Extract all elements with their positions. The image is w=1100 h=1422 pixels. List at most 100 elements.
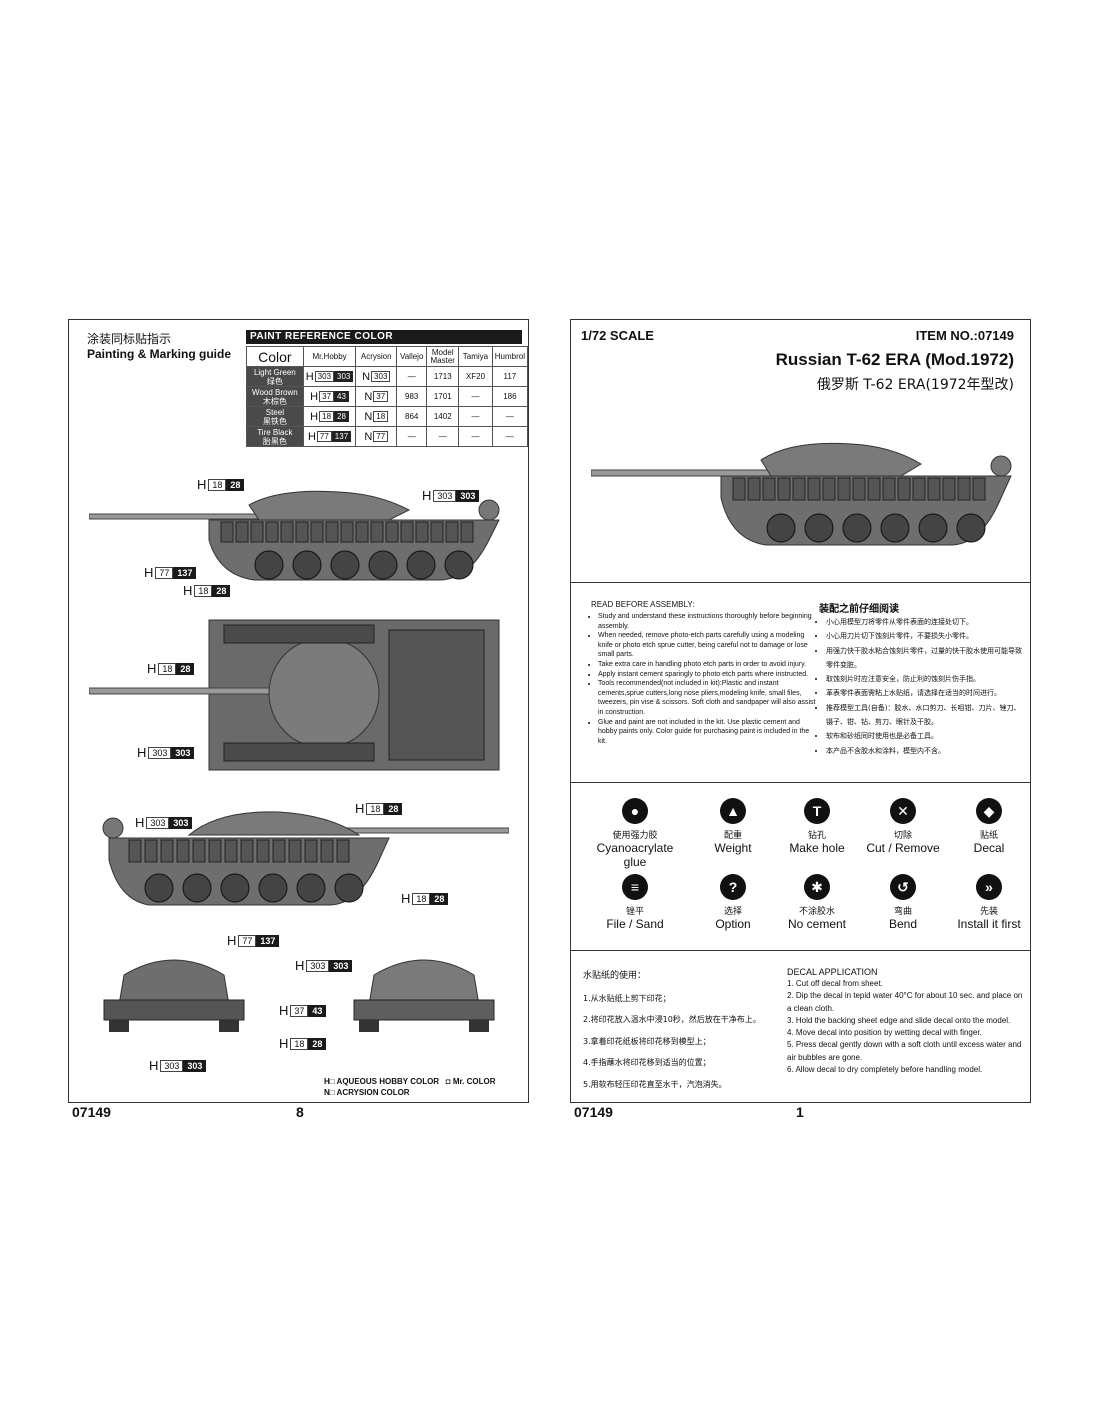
list-item: Glue and paint are not included in the k… xyxy=(598,718,816,747)
symbol-cut-remove: ✕ 切除 Cut / Remove xyxy=(861,798,945,855)
symbol-no-cement: ✱ 不涂胶水 No cement xyxy=(775,874,859,931)
paint-table-title: PAINT REFERENCE COLOR xyxy=(246,330,522,344)
tank-front-view xyxy=(103,959,245,1032)
kit-title-en: Russian T-62 ERA (Mod.1972) xyxy=(775,350,1014,369)
decal-icon: ◆ xyxy=(976,798,1002,824)
col-header: Tamiya xyxy=(458,346,493,367)
list-item: When needed, remove photo-etch parts car… xyxy=(598,631,816,660)
list-item: 1.从水贴纸上剪下印花； xyxy=(583,994,671,1003)
read-before-list-en: Study and understand these instructions … xyxy=(589,612,816,746)
symbol-cyanoacrylate: ● 使用强力胶 Cyanoacrylate glue xyxy=(593,798,677,869)
list-item: Tools recommended(not included in kit):P… xyxy=(598,679,816,717)
item-number: ITEM NO.:07149 xyxy=(915,328,1014,343)
footer-item-number: 07149 xyxy=(574,1104,613,1120)
instruction-page-left: 涂装同标贴指示 Painting & Marking guide PAINT R… xyxy=(68,319,529,1103)
col-header: Acrysion xyxy=(355,346,398,367)
list-item: 2.将印花放入温水中浸10秒，然后放在干净布上。 xyxy=(583,1015,761,1025)
tank-rear-view xyxy=(353,959,495,1032)
symbol-bend: ↺ 弯曲 Bend xyxy=(861,874,945,931)
section-divider xyxy=(571,950,1030,951)
instruction-page-right: 1/72 SCALE ITEM NO.:07149 Russian T-62 E… xyxy=(570,319,1031,1103)
list-item: 取蚀刻片时应注意安全，防止利的蚀刻片伤手指。 xyxy=(826,672,1026,686)
list-item: 3.拿着印花纸板将印花移到模型上； xyxy=(583,1036,711,1046)
symbol-make-hole: T 钻孔 Make hole xyxy=(775,798,859,855)
paint-table-header-row: Color Mr.Hobby Acrysion Vallejo Model Ma… xyxy=(246,346,529,367)
drill-icon: T xyxy=(804,798,830,824)
file-icon: ≡ xyxy=(622,874,648,900)
col-header: Color xyxy=(246,346,304,367)
decal-heading-cn: 水贴纸的使用： xyxy=(583,971,647,981)
list-item: 推荐模型工具(自备)：胶水、水口剪刀、长咀钳、刀片、锉刀、镊子、钳、钻、剪刀、眼… xyxy=(826,701,1026,730)
tank-side-view-2 xyxy=(102,811,509,906)
list-item: 本产品不含胶水和涂料，模型内不含。 xyxy=(826,744,1026,758)
col-header: Model Master xyxy=(426,346,460,367)
bend-icon: ↺ xyxy=(890,874,916,900)
section-divider xyxy=(571,782,1030,783)
footer-page-number: 1 xyxy=(796,1104,804,1120)
weight-icon: ▲ xyxy=(720,798,746,824)
list-item: 1. Cut off decal from sheet. xyxy=(787,979,883,988)
list-item: 小心用刀片切下蚀刻片零件，不要损失小零件。 xyxy=(826,629,1026,643)
list-item: 4. Move decal into position by wetting d… xyxy=(787,1028,982,1038)
list-item: 3. Hold the backing sheet edge and slide… xyxy=(787,1015,1011,1025)
symbol-file-sand: ≡ 锉平 File / Sand xyxy=(593,874,677,931)
guide-title-en: Painting & Marking guide xyxy=(87,347,232,361)
option-icon: ? xyxy=(720,874,746,900)
no-cement-icon: ✱ xyxy=(804,874,830,900)
paint-reference-table: Color Mr.Hobby Acrysion Vallejo Model Ma… xyxy=(246,346,529,447)
tank-side-view-1 xyxy=(89,490,500,581)
paint-legend: N□ ACRYSION COLOR xyxy=(324,1088,410,1097)
list-item: 2. Dip the decal in tepid water 40°C for… xyxy=(787,991,1023,1013)
read-before-heading-cn: 装配之前仔细阅读 xyxy=(819,604,899,615)
tank-hero-illustration xyxy=(591,442,1012,546)
cut-icon: ✕ xyxy=(890,798,916,824)
list-item: 软布和砂纸同时使用也是必备工具。 xyxy=(826,729,1026,743)
list-item: Take extra care in handling photo etch p… xyxy=(598,660,816,670)
list-item: 用强力快干胶水粘合蚀刻片零件，过量的快干胶水使用可能导致零件变脏。 xyxy=(826,644,1026,673)
read-before-heading-en: READ BEFORE ASSEMBLY: xyxy=(591,600,695,609)
kit-title-cn: 俄罗斯 T-62 ERA(1972年型改) xyxy=(816,377,1014,393)
list-item: Apply instant cement sparingly to photo … xyxy=(598,670,816,680)
list-item: 6. Allow decal to dry completely before … xyxy=(787,1065,983,1075)
footer-item-number: 07149 xyxy=(72,1104,111,1120)
paint-legend: H□ AQUEOUS HOBBY COLOR ◘ Mr. COLOR xyxy=(324,1077,496,1086)
symbol-decal: ◆ 贴纸 Decal xyxy=(947,798,1031,855)
section-divider xyxy=(571,582,1030,583)
list-item: 4.手指蘸水将印花移到适当的位置； xyxy=(583,1058,711,1068)
guide-title-cn: 涂装同标贴指示 xyxy=(87,332,172,346)
list-item: Study and understand these instructions … xyxy=(598,612,816,631)
symbol-option: ? 选择 Option xyxy=(691,874,775,931)
tank-top-view xyxy=(89,619,500,771)
scale-label: 1/72 SCALE xyxy=(581,328,654,343)
footer-page-number: 8 xyxy=(296,1104,304,1120)
symbol-install-first: » 先装 Install it first xyxy=(947,874,1031,931)
symbol-weight: ▲ 配重 Weight xyxy=(691,798,775,855)
list-item: 5.用软布轻压印花直至水干，汽泡消失。 xyxy=(583,1079,727,1089)
list-item: 小心用模型刀将零件从零件表面的连接处切下。 xyxy=(826,615,1026,629)
list-item: 革表零件表面需粘上水贴纸，请选择在适当的时间进行。 xyxy=(826,686,1026,700)
glue-icon: ● xyxy=(622,798,648,824)
col-header: Humbrol xyxy=(491,346,529,367)
decal-list-en: 1. Cut off decal from sheet. 2. Dip the … xyxy=(787,978,1023,1076)
install-first-icon: » xyxy=(976,874,1002,900)
list-item: 5. Press decal gently down with a soft c… xyxy=(787,1040,1022,1062)
